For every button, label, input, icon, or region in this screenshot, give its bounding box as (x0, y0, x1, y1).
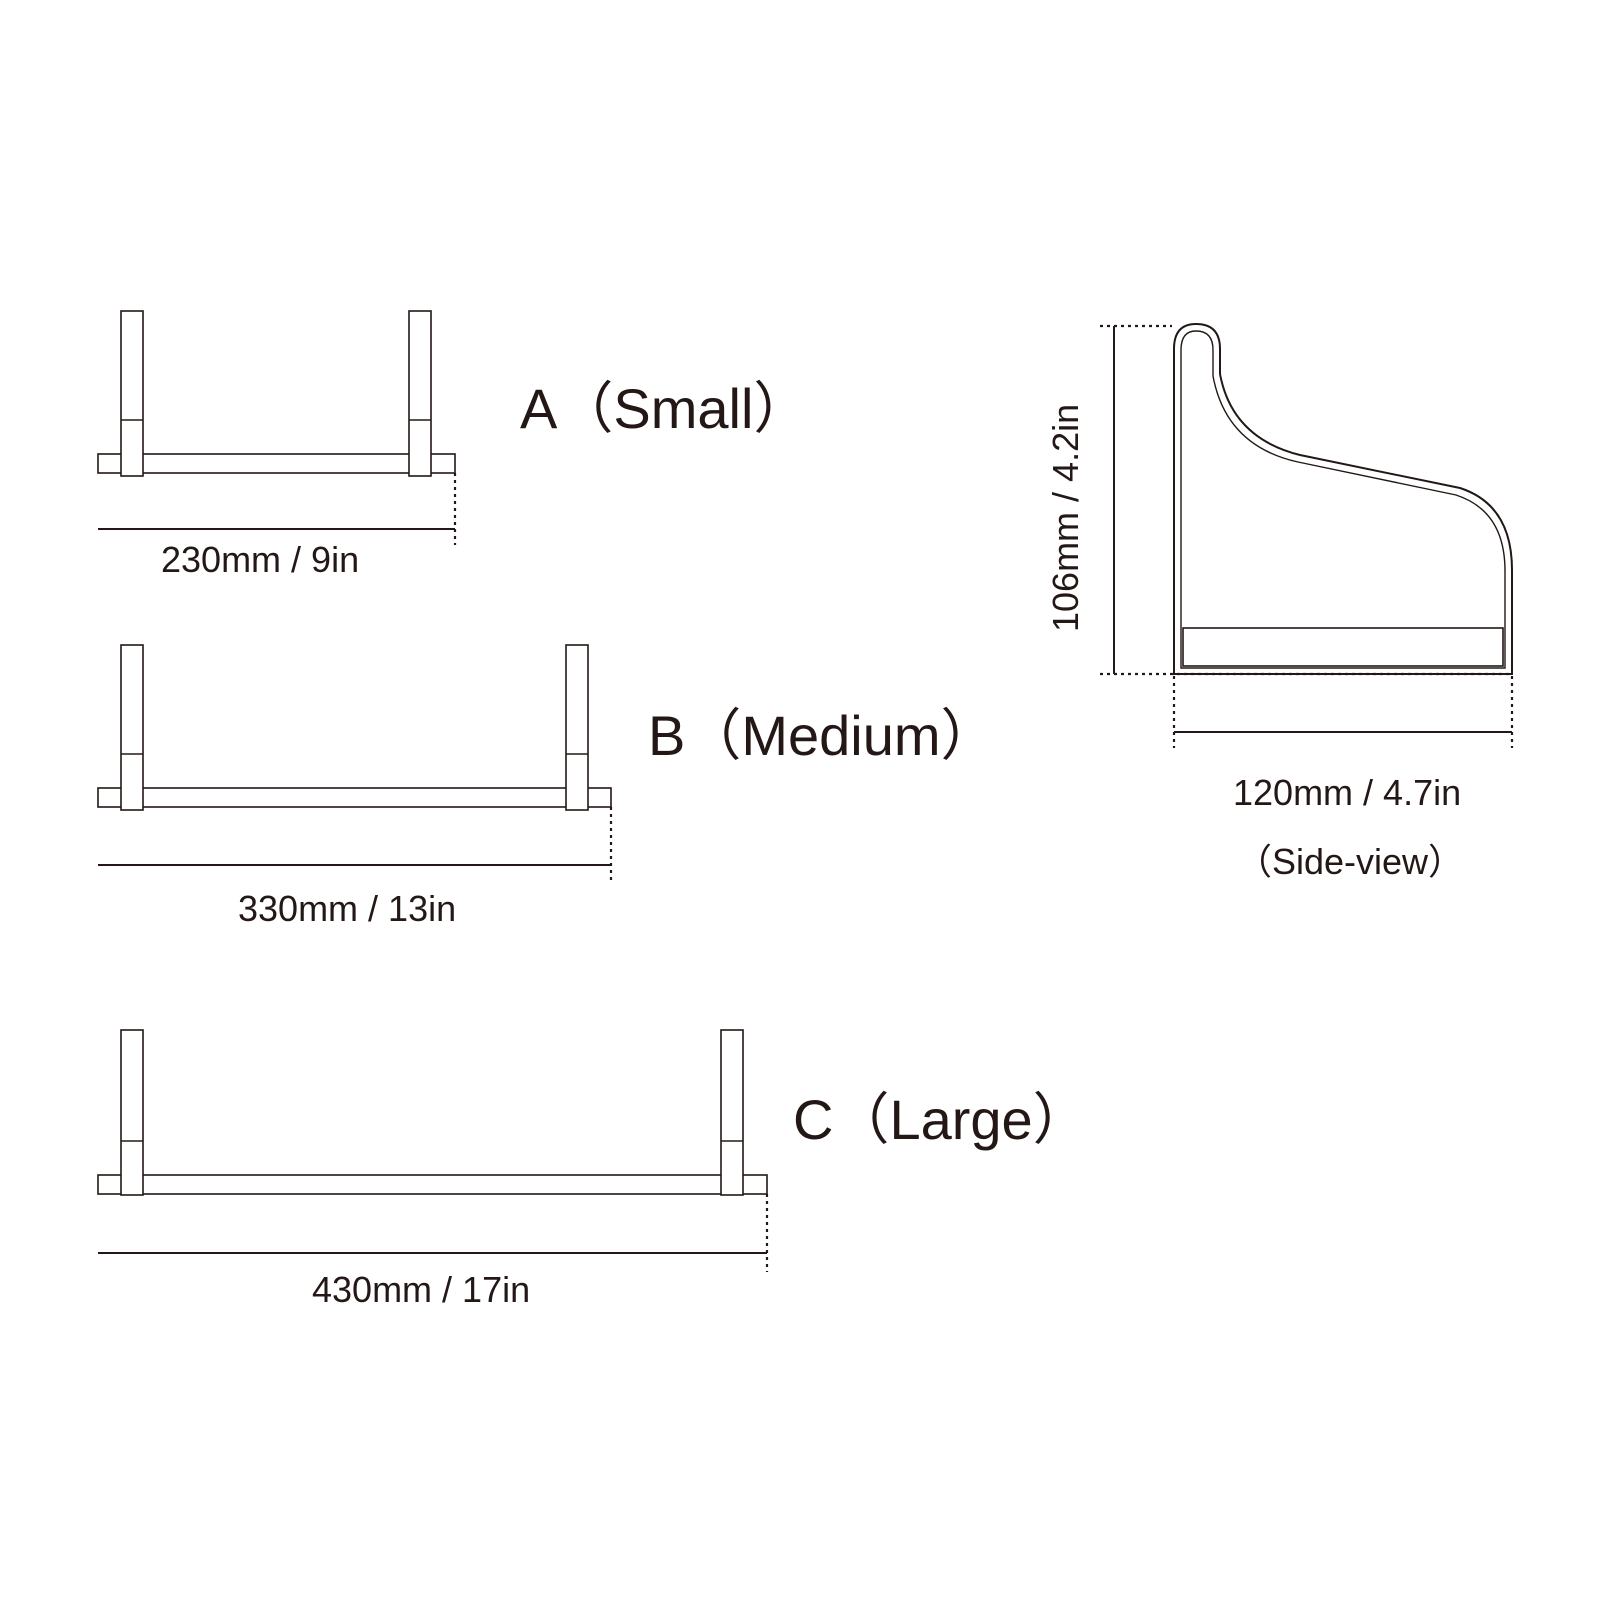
side-view-outline (1173, 322, 1513, 675)
shelf-b-title: B（Medium） (648, 704, 997, 767)
shelf-b-drawing (97, 644, 613, 882)
shelf-a-left-bracket (120, 310, 144, 477)
side-view-width-label: 120mm / 4.7in (1233, 772, 1461, 813)
shelf-a-bar (97, 453, 456, 474)
shelf-a-drawing (97, 310, 457, 545)
shelf-a-right-bracket (408, 310, 432, 477)
side-view-inner-outline (1180, 330, 1506, 669)
shelf-b-left-bracket (120, 644, 144, 811)
shelf-c-dimension: 430mm / 17in (312, 1269, 530, 1310)
shelf-c-right-bracket (720, 1029, 744, 1196)
side-view-caption: （Side-view） (1236, 841, 1464, 882)
side-view-base-board (1182, 627, 1504, 667)
shelf-a-title: A（Small） (520, 377, 809, 440)
shelf-c-left-bracket (120, 1029, 144, 1196)
shelf-b-bar (97, 787, 612, 808)
shelf-c-title: C（Large） (793, 1088, 1089, 1151)
shelf-c-bar (97, 1174, 768, 1195)
shelf-a-dimension: 230mm / 9in (161, 539, 359, 580)
shelf-b-dimension: 330mm / 13in (238, 888, 456, 929)
shelf-b-right-bracket (565, 644, 589, 811)
shelf-c-drawing (97, 1029, 769, 1272)
side-view-drawing (1100, 322, 1514, 748)
side-view-height-label: 106mm / 4.2in (1045, 404, 1086, 632)
